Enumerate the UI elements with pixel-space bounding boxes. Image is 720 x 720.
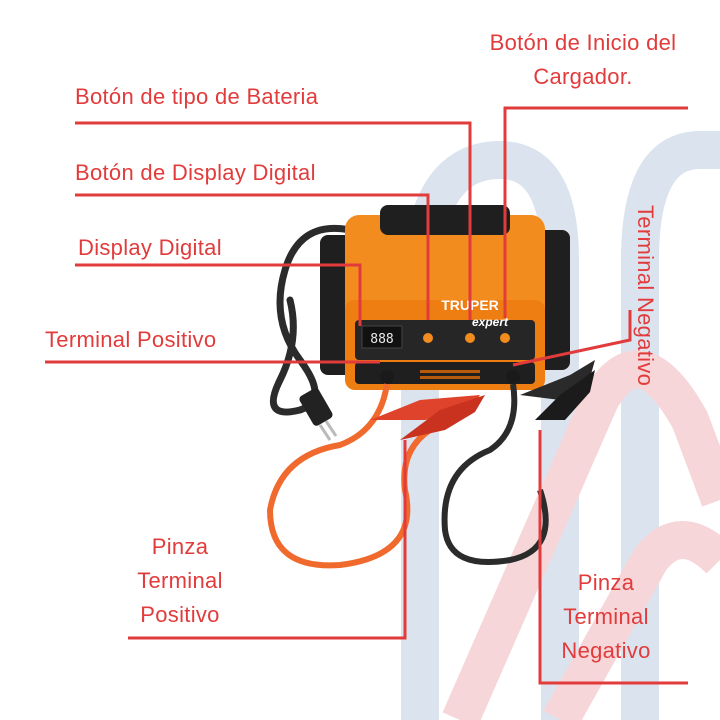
digital-display <box>361 325 403 349</box>
label-negative-clamp: Pinza Terminal Negativo <box>546 566 666 668</box>
label-positive-clamp-line-1: Pinza <box>151 534 209 559</box>
leader-digital-display <box>75 263 362 326</box>
label-positive-clamp: Pinza Terminal Positivo <box>120 530 240 632</box>
label-negative-clamp-line-3: Negativo <box>561 638 651 663</box>
label-start-button-line-1: Botón de Inicio del <box>489 30 677 55</box>
negative-terminal <box>506 370 520 384</box>
leader-battery-type <box>75 121 472 320</box>
leader-start-button <box>503 106 688 318</box>
label-positive-clamp-line-3: Positivo <box>140 602 220 627</box>
label-positive-terminal: Terminal Positivo <box>45 327 217 352</box>
label-display-button: Botón de Display Digital <box>75 160 316 185</box>
label-positive-clamp-line-2: Terminal <box>137 568 223 593</box>
positive-clamp <box>370 395 485 440</box>
positive-terminal <box>380 370 394 384</box>
leader-positive-clamp <box>128 440 407 640</box>
negative-cable <box>441 383 549 565</box>
label-negative-clamp-line-2: Terminal <box>563 604 649 629</box>
label-negative-clamp-line-1: Pinza <box>577 570 635 595</box>
power-plug <box>299 388 338 441</box>
start-button[interactable] <box>500 333 510 343</box>
label-start-button-line-2: Cargador. <box>533 64 633 89</box>
subbrand-logo: expert <box>472 315 509 329</box>
label-digital-display: Display Digital <box>78 235 222 260</box>
display-readout: 888 <box>370 332 393 347</box>
label-start-button: Botón de Inicio del Cargador. <box>458 26 708 94</box>
label-battery-type-button: Botón de tipo de Bateria <box>75 84 319 109</box>
top-carry-handle <box>380 205 510 235</box>
leader-lines <box>45 106 688 685</box>
leader-display-button <box>75 193 430 320</box>
battery-type-button[interactable] <box>465 333 475 343</box>
leader-negative-clamp <box>538 430 688 685</box>
negative-clamp <box>520 360 595 420</box>
label-negative-terminal: Terminal Negativo <box>633 205 658 387</box>
display-button[interactable] <box>423 333 433 343</box>
leader-negative-terminal <box>512 310 632 367</box>
